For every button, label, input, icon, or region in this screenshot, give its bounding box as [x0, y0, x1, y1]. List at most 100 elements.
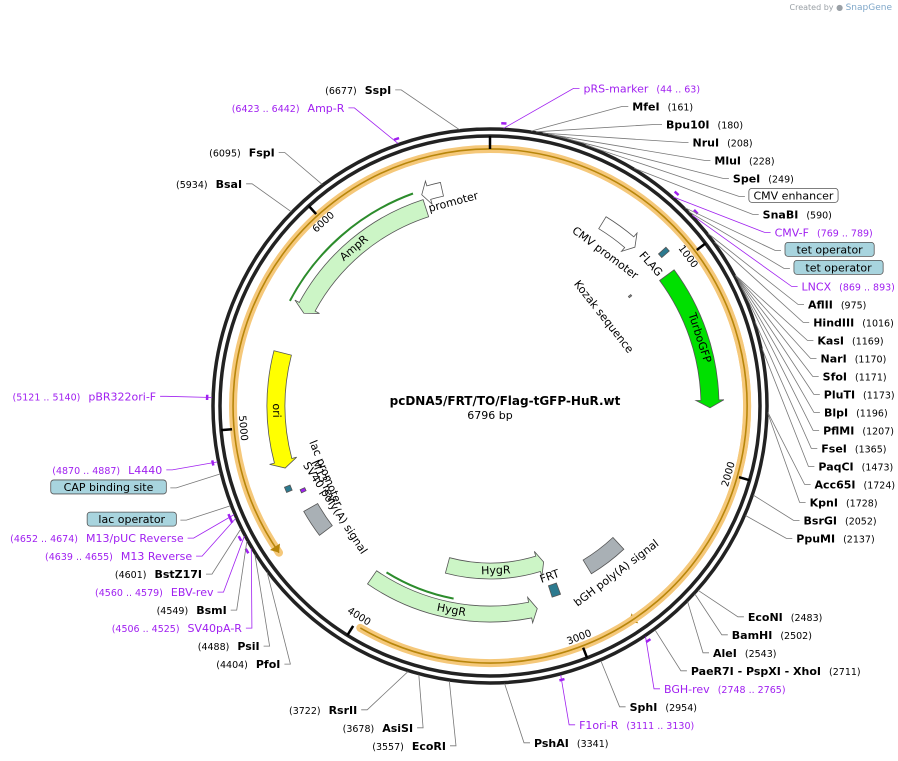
primer-site-f1ori-r[interactable]: F1ori-R(3111 .. 3130)	[579, 719, 694, 732]
primer-site-prs-marker[interactable]: pRS-marker(44 .. 63)	[584, 82, 701, 95]
enzyme-site-bsrgi[interactable]: BsrGI(2052)	[804, 514, 877, 527]
enzyme-site-paer7i-pspxi-xhoi[interactable]: PaeR7I - PspXI - XhoI(2711)	[691, 665, 861, 678]
site-position: (1728)	[846, 498, 878, 509]
site-name: PflMI	[823, 424, 854, 437]
enzyme-site-rsrii[interactable]: (3722)RsrII	[289, 704, 357, 717]
enzyme-site-ecori[interactable]: (3557)EcoRI	[372, 740, 446, 753]
enzyme-site-bamhi[interactable]: BamHI(2502)	[732, 629, 812, 642]
feature-bgh-poly-a-signal[interactable]	[582, 536, 625, 575]
primer-site-cmv-f[interactable]: CMV-F(769 .. 789)	[775, 226, 873, 239]
primer-site-sv40pa-r[interactable]: (4506 .. 4525)SV40pA-R	[112, 622, 243, 635]
enzyme-site-alei[interactable]: AleI(2543)	[713, 647, 776, 660]
enzyme-site-nrui[interactable]: NruI(208)	[693, 136, 753, 149]
enzyme-label: MluI(228)	[714, 154, 774, 167]
feature-turbogfp[interactable]	[659, 269, 725, 409]
enzyme-site-pshai[interactable]: PshAI(3341)	[534, 737, 608, 750]
enzyme-site-econi[interactable]: EcoNI(2483)	[748, 611, 822, 624]
enzyme-site-pfoi[interactable]: (4404)PfoI	[216, 658, 280, 671]
feature-kozak-sequence[interactable]	[627, 294, 633, 299]
feature-ori[interactable]	[266, 350, 297, 469]
label-leader-line	[735, 274, 814, 341]
feature-box-cap-binding-site[interactable]: CAP binding site	[50, 479, 167, 495]
enzyme-site-kpni[interactable]: KpnI(1728)	[810, 496, 878, 509]
enzyme-site-bstz17i[interactable]: (4601)BstZ17I	[115, 568, 202, 581]
site-name: BsrGI	[804, 514, 837, 527]
enzyme-site-acc65i[interactable]: Acc65I(1724)	[815, 478, 896, 491]
enzyme-site-hindiii[interactable]: HindIII(1016)	[813, 316, 894, 329]
tick-label: 5000	[236, 415, 249, 441]
feature-frt[interactable]	[547, 582, 562, 598]
site-position: (3557)	[372, 742, 404, 753]
feature-hygr[interactable]	[444, 551, 545, 580]
site-name: PshAI	[534, 737, 569, 750]
feature-box-tet-operator[interactable]: tet operator	[793, 259, 884, 275]
enzyme-site-psii[interactable]: (4488)PsiI	[198, 640, 260, 653]
enzyme-site-fsei[interactable]: FseI(1365)	[821, 442, 886, 455]
feature-box-tet-operator[interactable]: tet operator	[784, 241, 875, 257]
feature-ampr-promoter[interactable]	[421, 179, 444, 206]
feature-sv40-poly-a-signal[interactable]	[303, 502, 333, 536]
site-position: (1724)	[864, 480, 896, 491]
site-name: BGH-rev	[664, 683, 710, 696]
feature-hygr[interactable]	[366, 570, 538, 625]
primer-site-ebv-rev[interactable]: (4560 .. 4579)EBV-rev	[95, 586, 214, 599]
enzyme-site-nari[interactable]: NarI(1170)	[821, 352, 887, 365]
enzyme-site-snabi[interactable]: SnaBI(590)	[763, 208, 832, 221]
site-position: (4639 .. 4655)	[45, 552, 113, 563]
label-leader-line	[735, 275, 817, 359]
feature-flag[interactable]	[657, 246, 670, 259]
primer-site-bgh-rev[interactable]: BGH-rev(2748 .. 2765)	[664, 683, 786, 696]
primer-site-lncx[interactable]: LNCX(869 .. 893)	[802, 280, 895, 293]
enzyme-site-ppumi[interactable]: PpuMI(2137)	[796, 532, 874, 545]
feature-box-frame	[86, 511, 177, 527]
enzyme-site-sphi[interactable]: SphI(2954)	[630, 701, 697, 714]
label-leader-line	[503, 88, 580, 129]
enzyme-site-paqci[interactable]: PaqCI(1473)	[818, 460, 893, 473]
feature-ampr[interactable]	[294, 199, 430, 314]
tick-mark	[738, 475, 750, 482]
enzyme-site-bpu10i[interactable]: Bpu10I(180)	[666, 118, 743, 131]
tick-mark	[220, 427, 233, 432]
enzyme-site-kasi[interactable]: KasI(1169)	[817, 334, 883, 347]
primer-site-l4440[interactable]: (4870 .. 4887)L4440	[52, 464, 162, 477]
enzyme-site-pluti[interactable]: PluTI(1173)	[824, 388, 895, 401]
enzyme-site-spei[interactable]: SpeI(249)	[733, 172, 794, 185]
site-name: pRS-marker	[584, 82, 649, 95]
enzyme-site-pflmi[interactable]: PflMI(1207)	[823, 424, 894, 437]
enzyme-site-sfoi[interactable]: SfoI(1171)	[823, 370, 887, 383]
site-name: BamHI	[732, 629, 773, 642]
site-position: (161)	[668, 102, 694, 113]
site-name: LNCX	[802, 280, 832, 293]
label-leader-line	[688, 211, 790, 269]
feature-box-lac-operator[interactable]: lac operator	[86, 511, 177, 527]
primer-binding-mark	[673, 190, 680, 196]
enzyme-site-aflii[interactable]: AflII(975)	[808, 298, 866, 311]
label-leader-line	[707, 233, 804, 305]
enzyme-site-blpi[interactable]: BlpI(1196)	[824, 406, 888, 419]
feature-lac-promoter[interactable]	[283, 484, 293, 494]
primer-site-m13-puc-reverse[interactable]: (4652 .. 4674)M13/pUC Reverse	[10, 532, 184, 545]
primer-site-m13-reverse[interactable]: (4639 .. 4655)M13 Reverse	[45, 550, 192, 563]
site-name: CMV-F	[775, 226, 809, 239]
label-leader-line	[170, 473, 221, 489]
primer-site-pbr322ori-f[interactable]: (5121 .. 5140)pBR322ori-F	[13, 390, 157, 403]
feature-m13-rev[interactable]	[299, 487, 307, 494]
feature-box-text: CAP binding site	[64, 481, 154, 494]
enzyme-site-fspi[interactable]: (6095)FspI	[209, 146, 275, 159]
enzyme-site-asisi[interactable]: (3678)AsiSI	[343, 722, 413, 735]
enzyme-site-bsmi[interactable]: (4549)BsmI	[157, 604, 227, 617]
site-name: NruI	[693, 136, 720, 149]
site-name: SfoI	[823, 370, 847, 383]
enzyme-site-mlui[interactable]: MluI(228)	[714, 154, 774, 167]
site-name: RsrII	[329, 704, 358, 717]
feature-cmv-promoter[interactable]	[598, 216, 638, 253]
primer-site-amp-r[interactable]: (6423 .. 6442)Amp-R	[232, 102, 345, 115]
site-position: (1173)	[863, 390, 895, 401]
primer-label: (5121 .. 5140)pBR322ori-F	[13, 390, 157, 403]
enzyme-site-mfei[interactable]: MfeI(161)	[632, 100, 693, 113]
enzyme-site-sspi[interactable]: (6677)SspI	[325, 84, 391, 97]
feature-box-cmv-enhancer[interactable]: CMV enhancer	[748, 187, 839, 203]
label-leader-line	[553, 134, 729, 179]
site-name: PfoI	[256, 658, 281, 671]
enzyme-site-bsai[interactable]: (5934)BsaI	[176, 178, 242, 191]
